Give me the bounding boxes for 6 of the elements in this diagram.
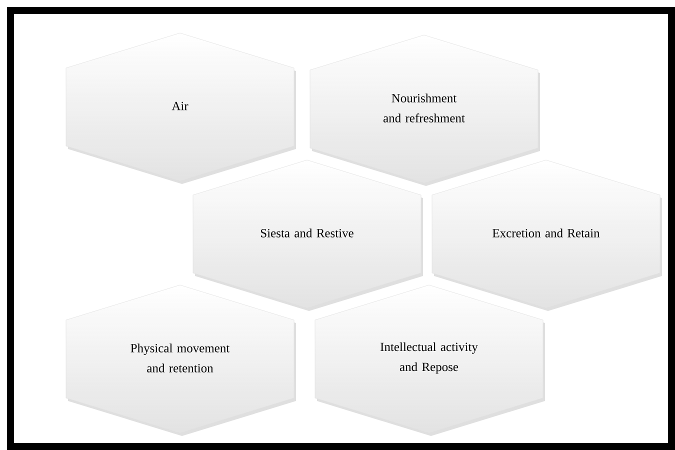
hexagon: Air (66, 32, 296, 184)
hexagon: Intellectual activity and Repose (314, 284, 545, 436)
hexagon: Excretion and Retain (432, 160, 662, 311)
hexagon: Siesta and Restive (192, 160, 423, 311)
hexagon: Nourishment and refreshment (310, 34, 540, 186)
hexagon: Physical movement and retention (66, 284, 296, 436)
